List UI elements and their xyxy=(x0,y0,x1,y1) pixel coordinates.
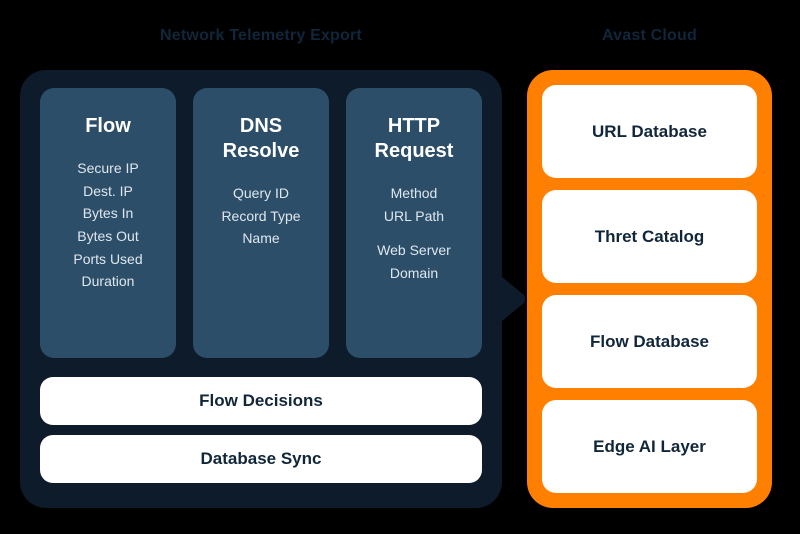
field-item: Method xyxy=(390,185,438,201)
field-item: Bytes Out xyxy=(77,228,139,245)
field-item: Name xyxy=(242,230,280,247)
field-item: Bytes In xyxy=(82,205,134,222)
field-item: Web Server Domain xyxy=(377,242,451,282)
telemetry-card-flow[interactable]: Flow Secure IP Dest. IP Bytes In Bytes O… xyxy=(40,88,176,358)
left-panel-title: Network Telemetry Export xyxy=(160,27,362,44)
field-item: Dest. IP xyxy=(83,182,133,199)
cloud-card-flow-database[interactable]: Flow Database xyxy=(542,295,757,388)
field-item: Ports Used xyxy=(73,250,143,267)
card-heading: HTTP Request xyxy=(374,115,454,162)
arrow-right-icon xyxy=(496,272,526,326)
cloud-card-url-database[interactable]: URL Database xyxy=(542,85,757,178)
card-heading: Flow xyxy=(85,115,131,137)
bar-database-sync[interactable]: Database Sync xyxy=(40,435,482,483)
cloud-card-thret-catalog[interactable]: Thret Catalog xyxy=(542,190,757,283)
field-list: Secure IP Dest. IP Bytes In Bytes Out Po… xyxy=(73,157,142,293)
card-heading: DNS Resolve xyxy=(222,115,300,162)
field-item: Record Type xyxy=(221,207,301,224)
field-list: Query ID Record Type Name xyxy=(221,182,300,250)
telemetry-export-panel: Flow Secure IP Dest. IP Bytes In Bytes O… xyxy=(20,70,502,508)
avast-cloud-panel: URL Database Thret Catalog Flow Database… xyxy=(527,70,772,508)
field-item: Secure IP xyxy=(77,160,139,176)
telemetry-card-dns-resolve[interactable]: DNS Resolve Query ID Record Type Name xyxy=(193,88,329,358)
field-item: URL Path xyxy=(383,207,445,224)
telemetry-card-http-request[interactable]: HTTP Request Method URL Path Web Server … xyxy=(346,88,482,358)
bar-flow-decisions[interactable]: Flow Decisions xyxy=(40,377,482,425)
field-item: Query ID xyxy=(232,185,289,201)
right-panel-title: Avast Cloud xyxy=(602,27,697,44)
telemetry-cards-row: Flow Secure IP Dest. IP Bytes In Bytes O… xyxy=(40,88,482,358)
field-list: Method URL Path Web Server Domain xyxy=(377,182,451,285)
field-item: Duration xyxy=(81,273,135,290)
cloud-card-edge-ai-layer[interactable]: Edge AI Layer xyxy=(542,400,757,493)
